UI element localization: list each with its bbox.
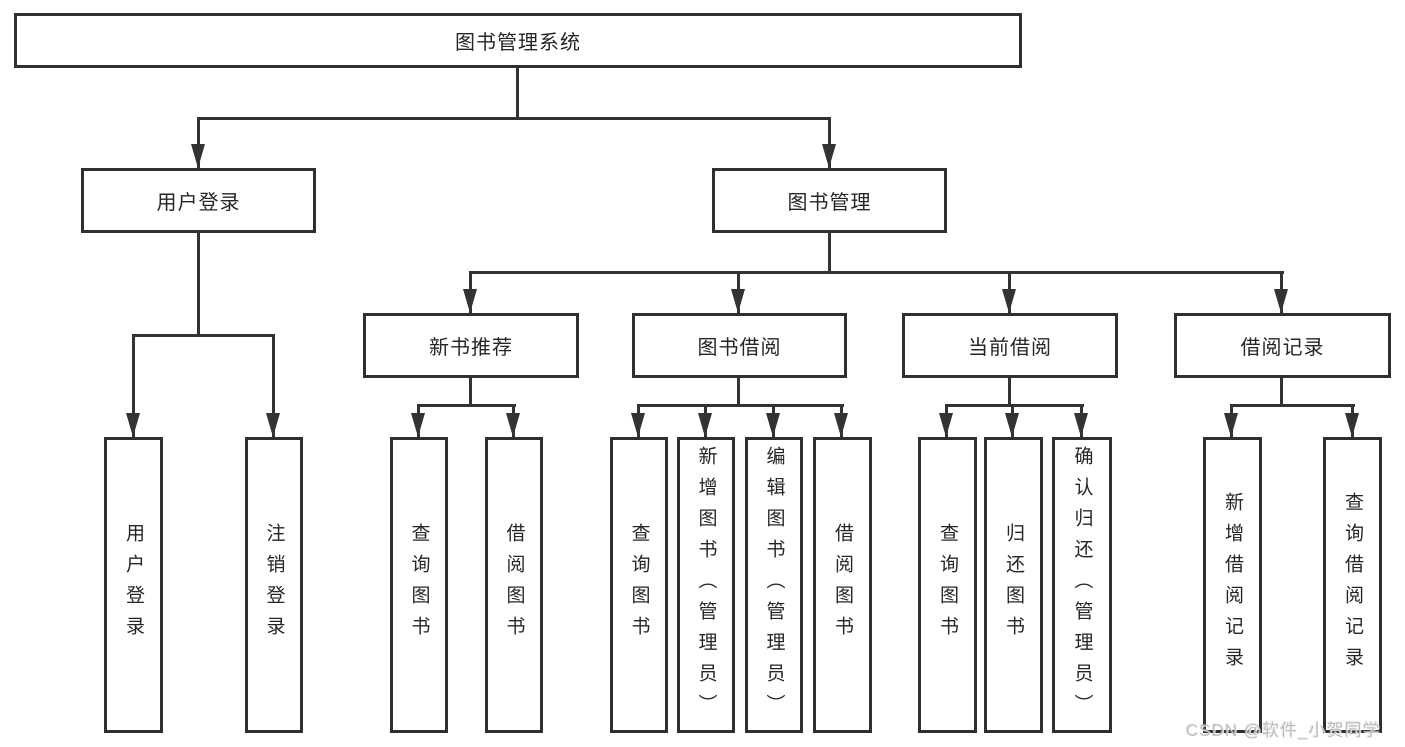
node-current-borrow-label: 当前借阅	[968, 337, 1052, 359]
node-root-label: 图书管理系统	[455, 32, 581, 54]
connector-line	[1280, 378, 1283, 407]
arrow-down-icon	[731, 289, 745, 313]
connector-line	[737, 378, 740, 407]
arrow-down-icon	[698, 413, 712, 437]
leaf-recommend-borrow-book: 借阅图书	[485, 437, 543, 733]
arrow-down-icon	[1224, 413, 1238, 437]
arrow-down-icon	[822, 144, 836, 168]
connector-line	[1230, 404, 1355, 407]
node-user-login-label: 用户登录	[156, 192, 241, 214]
leaf-records-search-record: 查询借阅记录	[1323, 437, 1382, 733]
leaf-recommend-search-book: 查询图书	[390, 437, 448, 733]
arrow-down-icon	[834, 413, 848, 437]
arrow-down-icon	[266, 413, 280, 437]
arrow-down-icon	[1274, 289, 1288, 313]
leaf-logout-label: 注销登录	[263, 523, 285, 647]
node-borrow-records: 借阅记录	[1174, 313, 1391, 378]
node-book-management: 图书管理	[712, 168, 947, 233]
leaf-current-confirm-return-label: 确认归还（管理员）	[1071, 445, 1093, 725]
arrow-down-icon	[411, 413, 425, 437]
connector-line	[197, 233, 200, 337]
connector-line	[197, 117, 200, 168]
leaf-user-login-label: 用户登录	[123, 523, 144, 647]
leaf-borrow-edit-book-label: 编辑图书（管理员）	[763, 445, 785, 725]
connector-line	[272, 334, 275, 437]
leaf-borrow-edit-book: 编辑图书（管理员）	[745, 437, 803, 733]
connector-line	[828, 233, 831, 274]
leaf-borrow-borrow-book: 借阅图书	[813, 437, 872, 733]
arrow-down-icon	[1002, 289, 1016, 313]
leaf-current-search-book-label: 查询图书	[937, 523, 958, 647]
node-new-book-recommend: 新书推荐	[363, 313, 579, 378]
node-book-borrow: 图书借阅	[632, 313, 847, 378]
leaf-borrow-add-book: 新增图书（管理员）	[677, 437, 735, 733]
connector-line	[469, 271, 1284, 274]
leaf-records-search-record-label: 查询借阅记录	[1342, 492, 1363, 678]
leaf-current-return-book-label: 归还图书	[1003, 523, 1024, 647]
node-current-borrow: 当前借阅	[902, 313, 1118, 378]
node-borrow-records-label: 借阅记录	[1240, 337, 1325, 359]
leaf-recommend-borrow-book-label: 借阅图书	[503, 523, 525, 647]
node-book-management-label: 图书管理	[787, 192, 872, 214]
connector-line	[945, 404, 1084, 407]
arrow-down-icon	[1074, 413, 1088, 437]
connector-line	[417, 404, 516, 407]
connector-line	[197, 117, 831, 120]
connector-line	[469, 378, 472, 407]
leaf-current-return-book: 归还图书	[984, 437, 1043, 733]
arrow-down-icon	[506, 413, 520, 437]
node-user-login: 用户登录	[81, 168, 316, 233]
arrow-down-icon	[631, 413, 645, 437]
csdn-watermark: CSDN @软件_小贺同学	[1186, 721, 1381, 740]
connector-line	[637, 404, 844, 407]
leaf-current-search-book: 查询图书	[918, 437, 977, 733]
node-new-book-recommend-label: 新书推荐	[429, 337, 513, 359]
arrow-down-icon	[939, 413, 953, 437]
node-root: 图书管理系统	[14, 13, 1022, 68]
leaf-recommend-search-book-label: 查询图书	[408, 523, 430, 647]
leaf-borrow-search-book: 查询图书	[610, 437, 668, 733]
arrow-down-icon	[191, 144, 205, 168]
connector-line	[828, 117, 831, 168]
leaf-records-add-record-label: 新增借阅记录	[1222, 492, 1243, 678]
connector-line	[132, 334, 135, 437]
leaf-borrow-search-book-label: 查询图书	[628, 523, 650, 647]
leaf-borrow-borrow-book-label: 借阅图书	[832, 523, 853, 647]
leaf-borrow-add-book-label: 新增图书（管理员）	[695, 445, 717, 725]
connector-line	[1008, 378, 1011, 407]
arrow-down-icon	[463, 289, 477, 313]
node-book-borrow-label: 图书借阅	[697, 337, 782, 359]
leaf-records-add-record: 新增借阅记录	[1203, 437, 1262, 733]
arrow-down-icon	[126, 413, 140, 437]
connector-line	[516, 68, 519, 118]
leaf-logout: 注销登录	[245, 437, 303, 733]
leaf-user-login: 用户登录	[104, 437, 163, 733]
arrow-down-icon	[766, 413, 780, 437]
leaf-current-confirm-return: 确认归还（管理员）	[1052, 437, 1112, 733]
arrow-down-icon	[1345, 413, 1359, 437]
connector-line	[132, 334, 275, 337]
arrow-down-icon	[1005, 413, 1019, 437]
